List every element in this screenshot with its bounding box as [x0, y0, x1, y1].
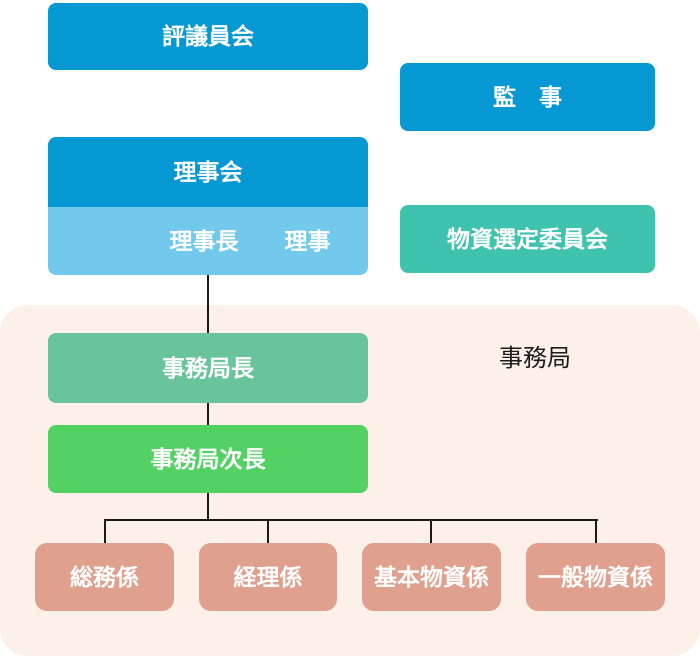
section-box-general-affairs: 総務係 — [35, 543, 174, 611]
connector-bus-horizontal — [104, 519, 598, 521]
section-box-accounting: 経理係 — [199, 543, 337, 611]
secretariat-head-box: 事務局長 — [48, 333, 368, 403]
connector-drop-keiri — [267, 520, 269, 543]
secretariat-deputy-box: 事務局次長 — [48, 425, 368, 493]
connector-drop-ippan — [595, 520, 597, 543]
council-box: 評議員会 — [48, 3, 368, 70]
board-box: 理事会 — [48, 137, 368, 207]
connector-head-to-deputy — [207, 403, 209, 425]
secretariat-label: 事務局 — [499, 345, 571, 372]
connector-deputy-to-bus — [207, 493, 209, 521]
connector-chair-to-head — [207, 275, 209, 333]
connector-drop-kihon — [430, 520, 432, 543]
section-box-general-goods: 一般物資係 — [526, 543, 665, 611]
auditor-box: 監 事 — [400, 63, 655, 131]
connector-drop-somu — [104, 520, 106, 543]
goods-committee-box: 物資選定委員会 — [400, 205, 655, 273]
chair-directors-box: 理事長 理事 — [48, 207, 368, 275]
section-box-basic-goods: 基本物資係 — [362, 543, 501, 611]
